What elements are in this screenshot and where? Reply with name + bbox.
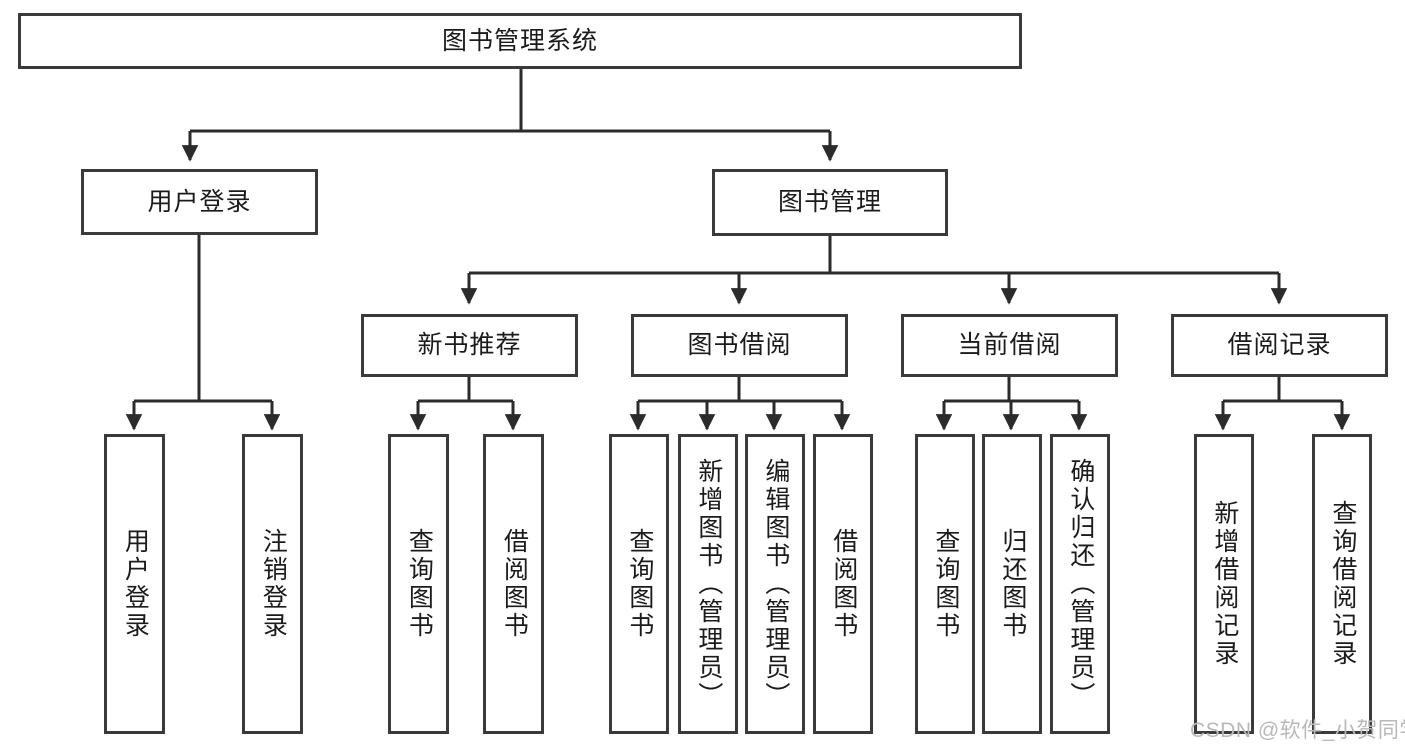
node-new-book-recommend[interactable]: 新书推荐 xyxy=(361,314,578,377)
node-user-login[interactable]: 用户登录 xyxy=(81,169,318,235)
leaf-query-book-current[interactable]: 查询图书 xyxy=(915,434,975,734)
csdn-watermark: CSDN @软件_小贺同学 xyxy=(1190,719,1405,742)
leaf-edit-book-admin[interactable]: 编辑图书（管理员） xyxy=(745,434,805,734)
leaf-borrow-book[interactable]: 借阅图书 xyxy=(813,434,873,734)
leaf-query-borrow-record[interactable]: 查询借阅记录 xyxy=(1312,434,1372,734)
node-borrow-record[interactable]: 借阅记录 xyxy=(1171,314,1388,377)
leaf-logout-login[interactable]: 注销登录 xyxy=(242,434,303,734)
leaf-borrow-book-recommend[interactable]: 借阅图书 xyxy=(483,434,544,734)
node-book-borrow[interactable]: 图书借阅 xyxy=(631,314,848,377)
leaf-query-book-borrow[interactable]: 查询图书 xyxy=(609,434,669,734)
leaf-query-book-recommend[interactable]: 查询图书 xyxy=(388,434,449,734)
leaf-return-book[interactable]: 归还图书 xyxy=(982,434,1042,734)
node-book-manage[interactable]: 图书管理 xyxy=(712,169,948,236)
node-current-borrow[interactable]: 当前借阅 xyxy=(901,314,1118,377)
leaf-add-borrow-record[interactable]: 新增借阅记录 xyxy=(1194,434,1254,734)
node-root-system[interactable]: 图书管理系统 xyxy=(18,13,1022,69)
leaf-user-login[interactable]: 用户登录 xyxy=(104,434,165,734)
leaf-confirm-return-admin[interactable]: 确认归还（管理员） xyxy=(1050,434,1110,734)
leaf-add-book-admin[interactable]: 新增图书（管理员） xyxy=(678,434,738,734)
